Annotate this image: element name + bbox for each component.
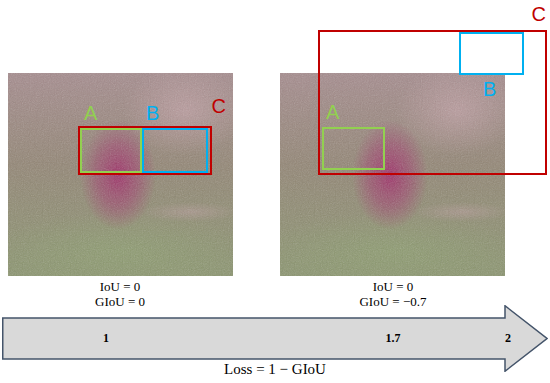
box-letter: C — [532, 4, 546, 24]
scale-value: 1 — [103, 332, 109, 344]
metric-caption: IoU = 0 — [373, 280, 414, 294]
box-a: A — [80, 128, 142, 173]
metric-caption: GIoU = 0 — [95, 295, 145, 309]
image-noise — [8, 73, 233, 276]
box-letter: C — [212, 96, 226, 116]
box-c: CAB — [318, 30, 547, 175]
box-letter: A — [326, 102, 339, 122]
axis-title: Loss = 1 − GIoU — [224, 361, 326, 378]
box-letter: A — [84, 103, 97, 123]
box-letter: B — [483, 79, 496, 99]
box-letter: B — [146, 103, 159, 123]
box-b: B — [142, 128, 208, 173]
scale-value: 2 — [505, 332, 511, 344]
metric-caption: IoU = 0 — [100, 280, 141, 294]
box-a: A — [322, 127, 385, 170]
image-ground — [8, 73, 233, 276]
metric-caption: GIoU = −0.7 — [359, 295, 426, 309]
box-c: CAB — [78, 126, 212, 175]
scale-value: 1.7 — [386, 332, 401, 344]
texture-image — [262, 65, 522, 292]
texture-image — [8, 73, 233, 276]
box-b: B — [459, 32, 524, 75]
